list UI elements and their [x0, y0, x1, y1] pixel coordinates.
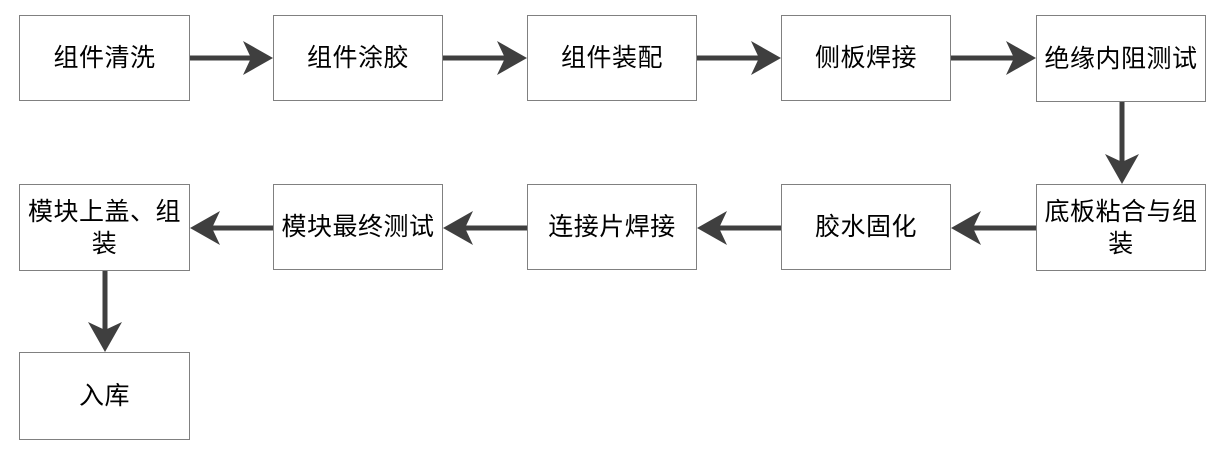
- flow-arrow-n3-to-n4: [697, 41, 781, 75]
- arrow-head: [243, 41, 273, 75]
- process-node-n9[interactable]: 模块最终测试: [273, 184, 443, 270]
- process-node-label: 入库: [78, 381, 130, 411]
- arrow-head: [1006, 41, 1036, 75]
- process-node-label: 组件装配: [560, 43, 663, 73]
- process-node-label: 组件涂胶: [306, 43, 409, 73]
- process-node-label: 侧板焊接: [814, 43, 917, 73]
- arrow-head: [443, 211, 473, 245]
- process-node-n11[interactable]: 入库: [19, 352, 190, 440]
- process-node-n2[interactable]: 组件涂胶: [273, 15, 443, 101]
- process-node-label: 胶水固化: [814, 212, 917, 242]
- arrow-head: [951, 211, 981, 245]
- arrow-head: [497, 41, 527, 75]
- flow-arrow-n9-to-n10: [190, 211, 273, 245]
- process-node-n5[interactable]: 绝缘内阻测试: [1036, 15, 1206, 102]
- flow-arrow-n8-to-n9: [443, 211, 527, 245]
- flow-arrow-n7-to-n8: [697, 211, 781, 245]
- process-node-n10[interactable]: 模块上盖、组装: [19, 184, 190, 271]
- flow-arrow-n2-to-n3: [443, 41, 527, 75]
- process-node-n4[interactable]: 侧板焊接: [781, 15, 951, 101]
- arrow-head: [190, 211, 220, 245]
- flow-arrow-n4-to-n5: [951, 41, 1036, 75]
- process-node-label: 绝缘内阻测试: [1044, 43, 1198, 73]
- process-node-label: 连接片焊接: [548, 212, 676, 242]
- flow-arrow-n6-to-n7: [951, 211, 1036, 245]
- process-node-label: 模块上盖、组装: [27, 197, 181, 258]
- process-node-label: 组件清洗: [53, 43, 156, 73]
- flow-arrow-n1-to-n2: [190, 41, 273, 75]
- process-node-label: 模块最终测试: [281, 212, 435, 242]
- process-node-n8[interactable]: 连接片焊接: [527, 184, 697, 270]
- arrow-head: [88, 322, 122, 352]
- flow-arrow-n10-to-n11: [88, 271, 122, 352]
- process-node-n6[interactable]: 底板粘合与组装: [1036, 184, 1206, 271]
- process-node-n1[interactable]: 组件清洗: [19, 15, 190, 101]
- arrow-head: [751, 41, 781, 75]
- flow-arrow-n5-to-n6: [1105, 102, 1139, 184]
- process-node-n7[interactable]: 胶水固化: [781, 184, 951, 270]
- process-node-label: 底板粘合与组装: [1044, 197, 1198, 258]
- arrow-head: [1105, 154, 1139, 184]
- process-node-n3[interactable]: 组件装配: [527, 15, 697, 101]
- arrow-head: [697, 211, 727, 245]
